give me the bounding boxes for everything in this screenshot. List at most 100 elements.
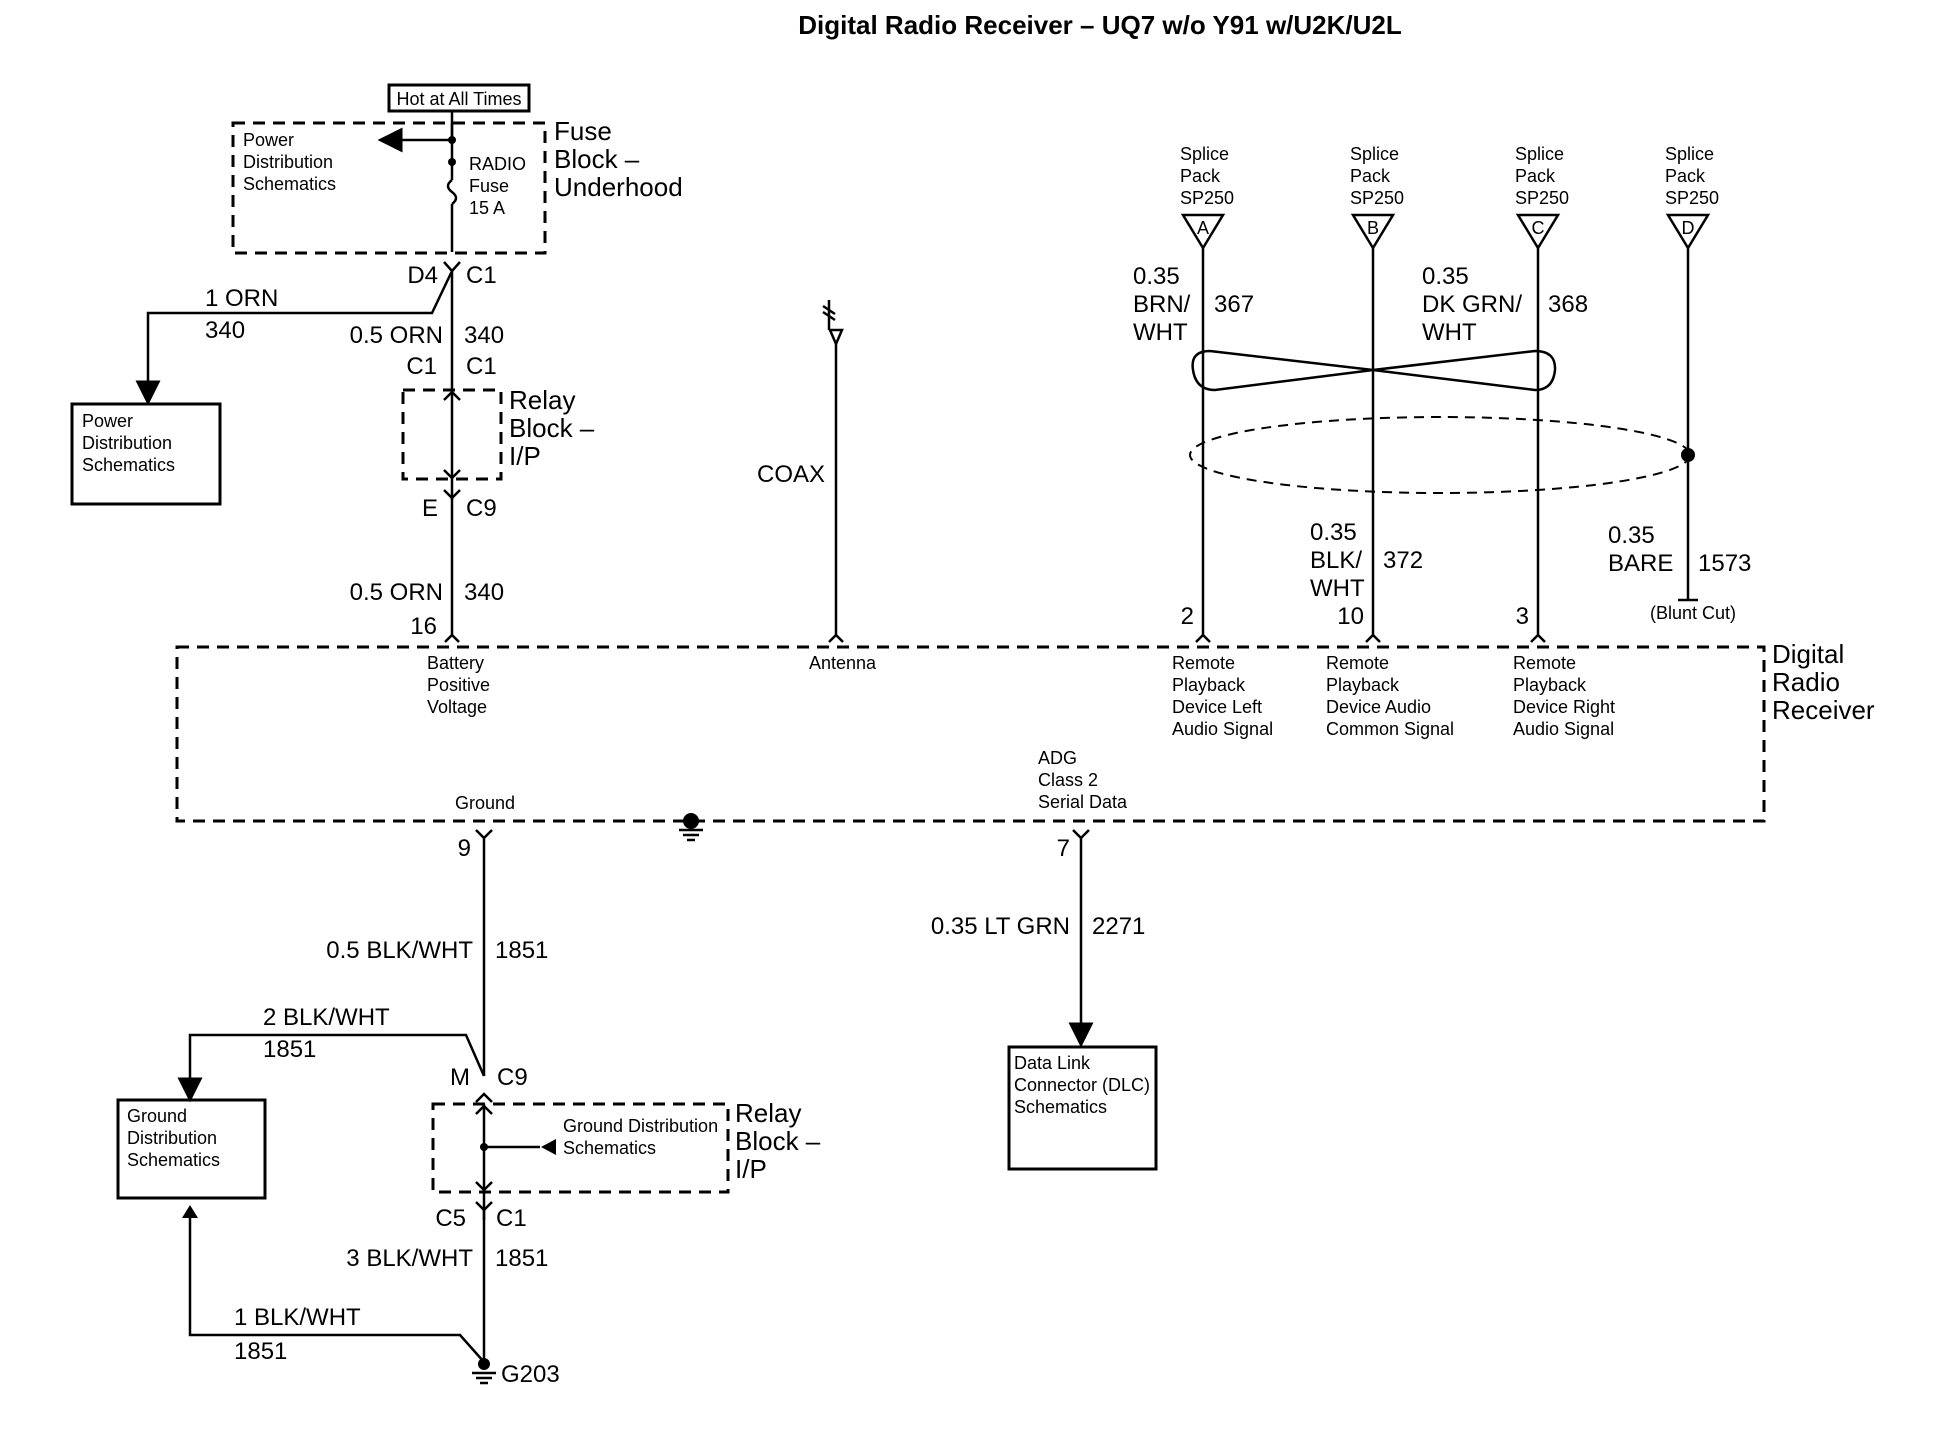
wire-1-blk-wht-gauge: 1 BLK/WHT (234, 1304, 361, 1331)
hot-at-all-times-box (387, 83, 531, 113)
pin-16-desc-line2: Positive (427, 675, 490, 695)
pds-box-line2: Distribution (82, 433, 172, 453)
fuse-block-name-line2: Block – (554, 144, 640, 174)
wire-372-gauge-line2: BLK/ (1310, 547, 1362, 574)
pds-box-line3: Schematics (82, 455, 175, 475)
wire-3-blk-wht-circuit: 1851 (495, 1245, 548, 1272)
wire-368-gauge-line2: DK GRN/ (1422, 291, 1522, 318)
fuse-icon (446, 179, 458, 205)
wire-367-gauge-line2: BRN/ (1133, 291, 1191, 318)
receiver-name-line1: Digital (1772, 639, 1844, 669)
fuse-label-line1: RADIO (469, 154, 526, 174)
wire-2-blk-wht-gauge: 2 BLK/WHT (263, 1004, 390, 1031)
pin-3-desc-line4: Audio Signal (1513, 719, 1614, 739)
wire-2-blk-wht (177, 1033, 486, 1103)
ground-g203-label: G203 (501, 1361, 560, 1388)
wire-372-circuit: 372 (1383, 547, 1423, 574)
pin-2-desc-line1: Remote (1172, 653, 1235, 673)
wire-367-gauge-line3: WHT (1133, 319, 1188, 346)
svg-text:Pack: Pack (1515, 166, 1556, 186)
wire-1-blk-wht-circuit: 1851 (234, 1338, 287, 1365)
wire-367-circuit: 367 (1214, 291, 1254, 318)
svg-text:Pack: Pack (1180, 166, 1221, 186)
relay-top-name-line2: Block – (509, 413, 595, 443)
relay-bottom-inner-line2: Schematics (563, 1138, 656, 1158)
wire-3-blk-wht-gauge: 3 BLK/WHT (346, 1245, 473, 1272)
conn-d4: D4 (407, 262, 438, 289)
wire-05-orn-top-gauge: 0.5 ORN (350, 322, 443, 349)
svg-text:A: A (1197, 218, 1209, 238)
gds-box-line2: Distribution (127, 1128, 217, 1148)
pds-box (70, 402, 222, 506)
pin-16-desc-line1: Battery (427, 653, 484, 673)
relay-top-name-line1: Relay (509, 385, 575, 415)
fuse-block-underhood: Hot at All Times Power Distribution Sche… (231, 83, 683, 289)
relay-bottom-conn-m: M (450, 1064, 470, 1091)
gds-box (116, 1098, 267, 1200)
twist-icon (1191, 349, 1557, 392)
pin-3-desc-line1: Remote (1513, 653, 1576, 673)
wire-1-orn (135, 270, 454, 406)
pin-7-number: 7 (1057, 835, 1070, 862)
svg-text:C: C (1532, 218, 1545, 238)
serial-desc-line1: ADG (1038, 748, 1077, 768)
receiver-name-line3: Receiver (1772, 695, 1875, 725)
svg-text:B: B (1367, 218, 1379, 238)
svg-text:SP250: SP250 (1515, 188, 1569, 208)
pin-2-number: 2 (1181, 603, 1194, 630)
relay-bottom-conn-c5: C5 (435, 1205, 466, 1232)
svg-text:SP250: SP250 (1350, 188, 1404, 208)
pin-2-desc-line3: Device Left (1172, 697, 1262, 717)
pin-3-desc-line3: Device Right (1513, 697, 1615, 717)
connector-d4-c1-icon (443, 261, 461, 273)
relay-top-conn-c1-right: C1 (466, 353, 497, 380)
splice-pack-c: Splice Pack SP250 C (1515, 144, 1569, 251)
wire-1-orn-gauge: 1 ORN (205, 285, 278, 312)
wire-2-blk-wht-circuit: 1851 (263, 1036, 316, 1063)
relay-bottom-name-line3: I/P (735, 1154, 767, 1184)
pds-ref-line3: Schematics (243, 174, 336, 194)
pin-10-desc-line4: Common Signal (1326, 719, 1454, 739)
diagram-title: Digital Radio Receiver – UQ7 w/o Y91 w/U… (798, 10, 1402, 40)
wire-368-gauge-line1: 0.35 (1422, 263, 1469, 290)
pin-3-number: 3 (1516, 603, 1529, 630)
wire-05-blk-wht-gauge: 0.5 BLK/WHT (326, 937, 473, 964)
wire-368-gauge-line3: WHT (1422, 319, 1477, 346)
pin-10-number: 10 (1337, 603, 1364, 630)
pin-10-desc-line3: Device Audio (1326, 697, 1431, 717)
case-ground-icon (683, 813, 699, 829)
svg-text:SP250: SP250 (1180, 188, 1234, 208)
wire-1-orn-circuit: 340 (205, 317, 245, 344)
pin-2-desc-line2: Playback (1172, 675, 1246, 695)
dlc-box-line1: Data Link (1014, 1053, 1091, 1073)
relay-top-conn-c9: C9 (466, 495, 497, 522)
wire-372-gauge-line3: WHT (1310, 575, 1365, 602)
wire-05-orn-top-circuit: 340 (464, 322, 504, 349)
serial-desc-line2: Class 2 (1038, 770, 1098, 790)
coax-label: COAX (757, 461, 825, 488)
splice-pack-d: Splice Pack SP250 D (1665, 144, 1719, 251)
relay-bottom-inner-line1: Ground Distribution (563, 1116, 718, 1136)
fuse-block-name-line1: Fuse (554, 116, 612, 146)
svg-text:D: D (1682, 218, 1695, 238)
relay-top-name-line3: I/P (509, 441, 541, 471)
wire-05-orn-bottom-circuit: 340 (464, 579, 504, 606)
digital-radio-receiver: Digital Radio Receiver Battery Positive … (175, 639, 1875, 842)
ground-icon (478, 1358, 490, 1370)
pin-16-desc-line3: Voltage (427, 697, 487, 717)
serial-desc-line3: Serial Data (1038, 792, 1128, 812)
pds-box-line1: Power (82, 411, 133, 431)
ground-pin-desc: Ground (455, 793, 515, 813)
pin-10-desc-line1: Remote (1326, 653, 1389, 673)
pin-9-number: 9 (458, 835, 471, 862)
shield-outline (1189, 416, 1691, 494)
wire-035-lt-grn-circuit: 2271 (1092, 913, 1145, 940)
gds-box-line1: Ground (127, 1106, 187, 1126)
blunt-cut-note: (Blunt Cut) (1650, 603, 1736, 623)
wire-1573-gauge-line1: 0.35 (1608, 522, 1655, 549)
svg-text:Pack: Pack (1665, 166, 1706, 186)
fuse-block-name-line3: Underhood (554, 172, 683, 202)
twisted-pair (1189, 248, 1698, 637)
relay-bottom-name-line2: Block – (735, 1126, 821, 1156)
